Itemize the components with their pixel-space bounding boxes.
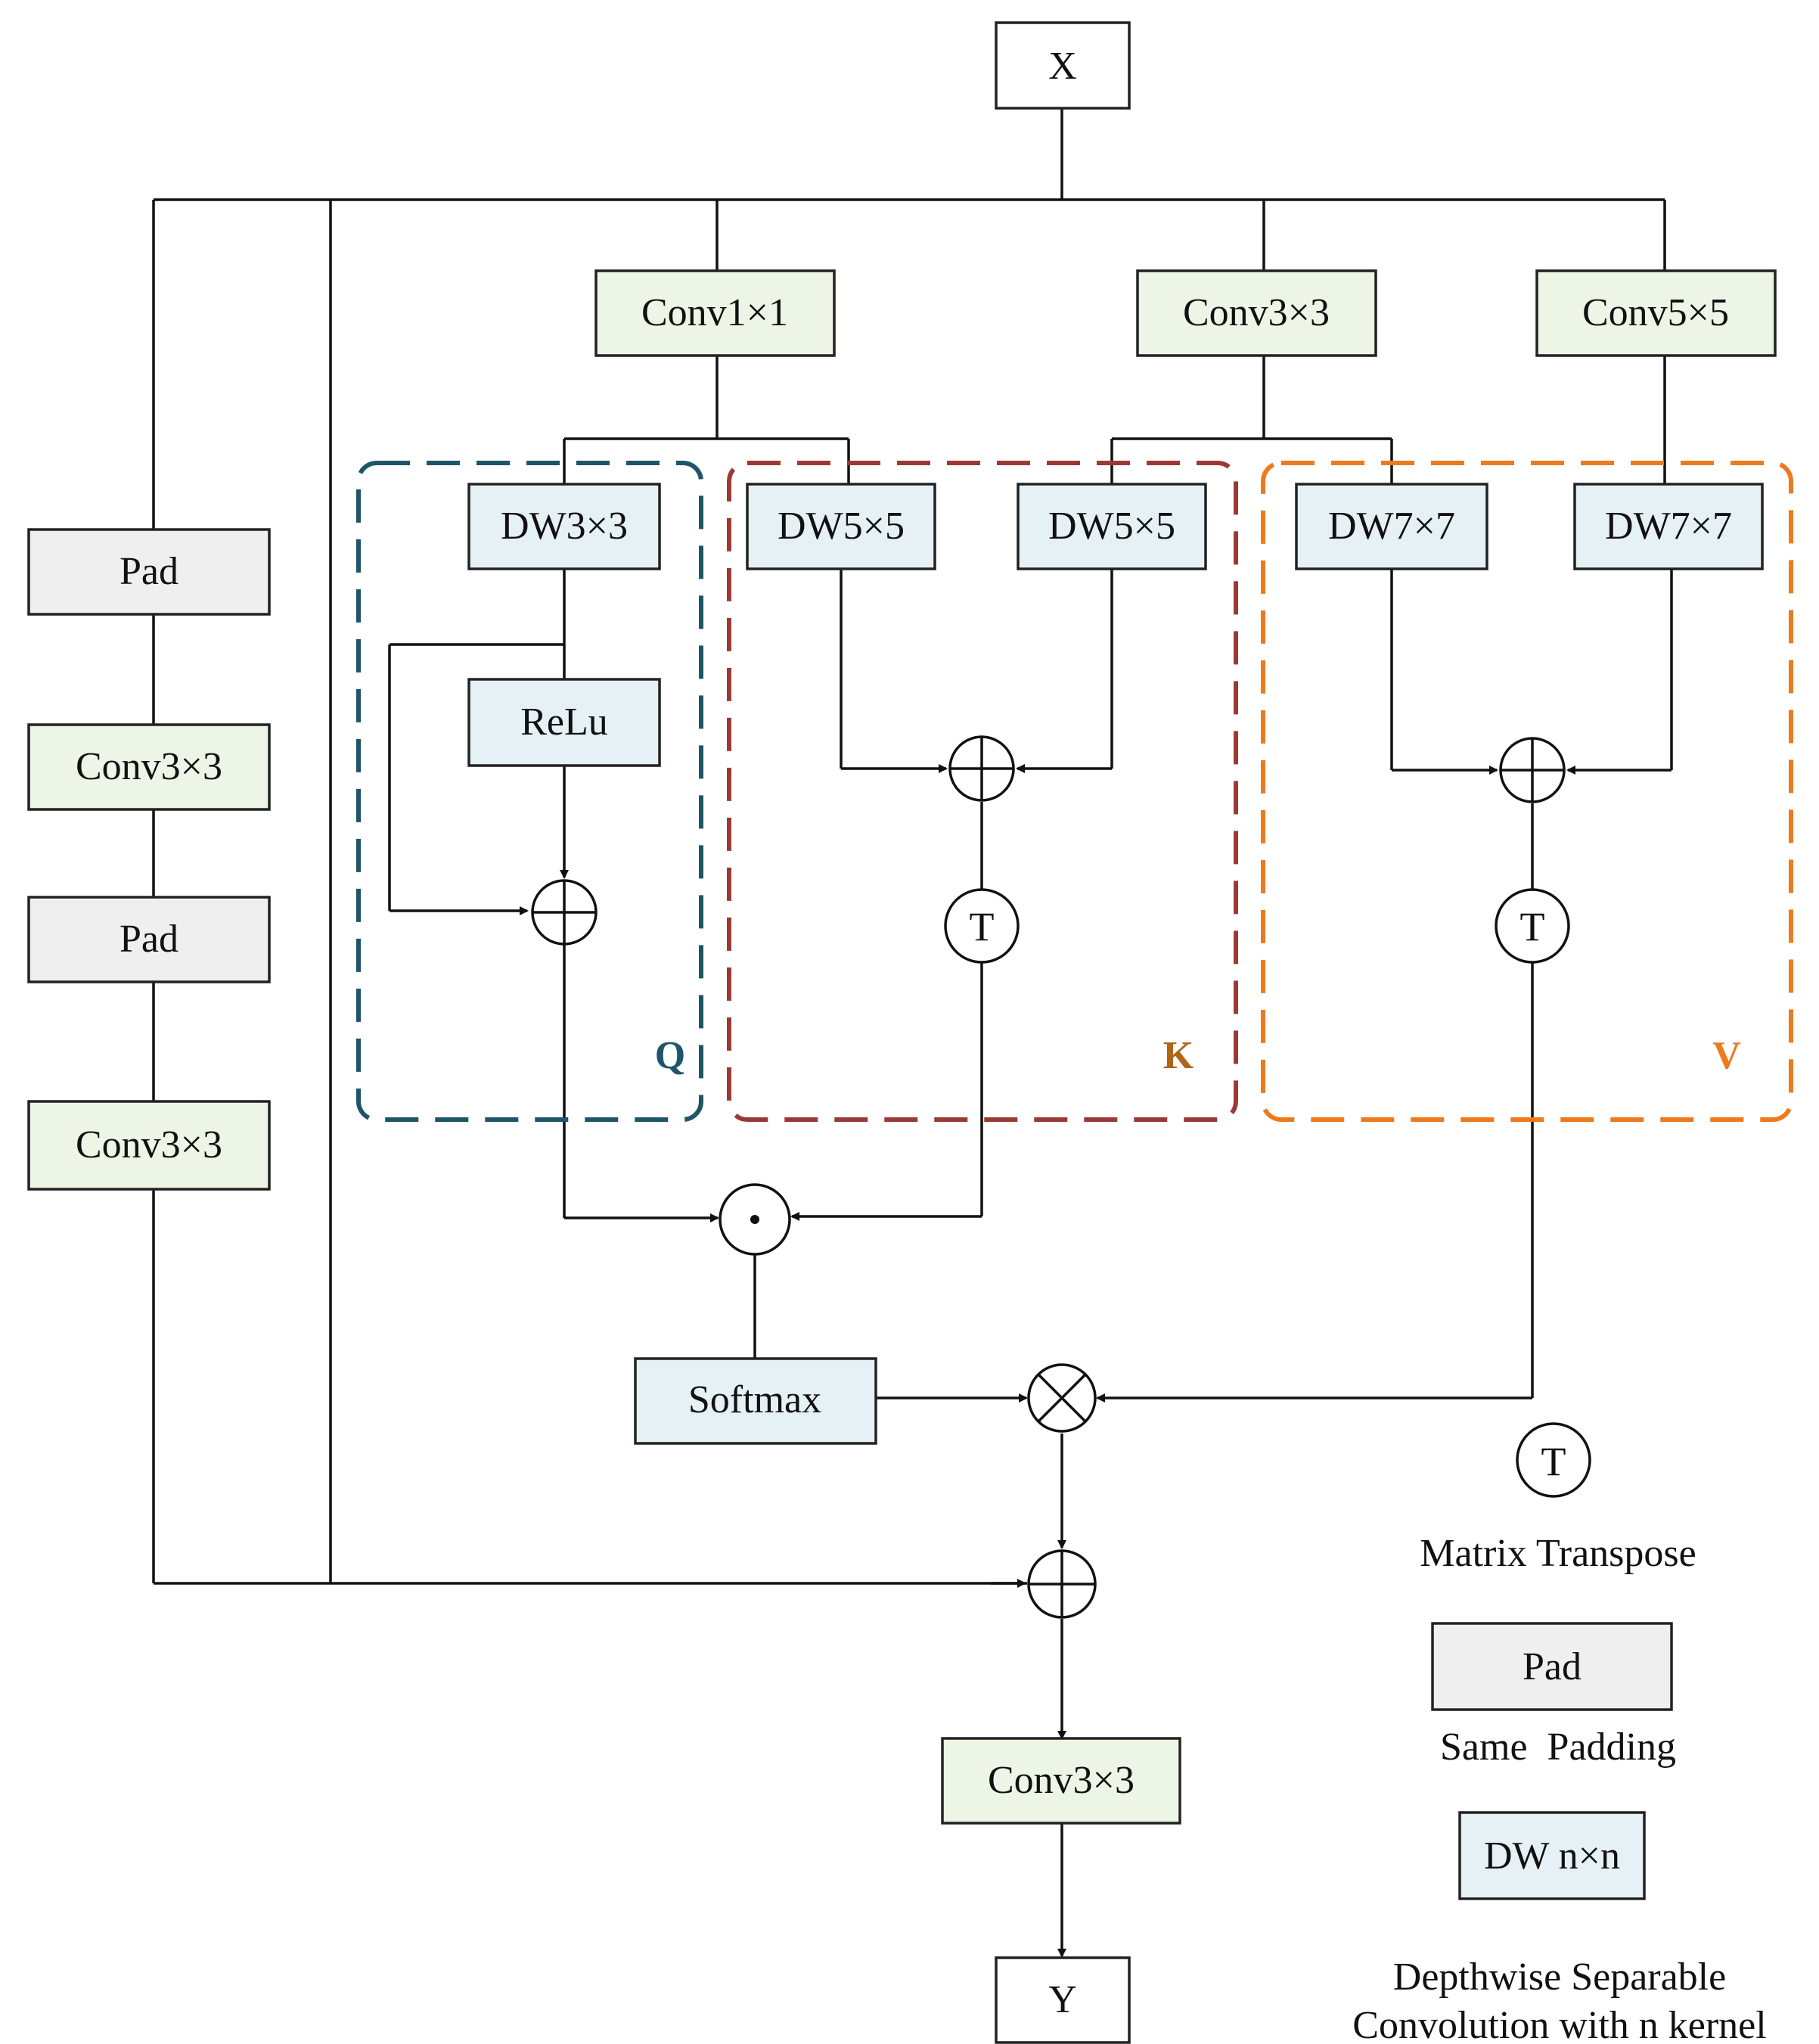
x-input-box: X xyxy=(995,21,1131,110)
conv1x1-box: Conv1×1 xyxy=(594,269,836,357)
multiply-icon xyxy=(1027,1363,1097,1433)
q-group-border xyxy=(356,461,703,1122)
pad-box-1: Pad xyxy=(27,528,271,616)
v-transpose-symbol: T xyxy=(1520,904,1545,949)
legend-dw-text-2: Convolution with n kernel xyxy=(1352,2004,1766,2044)
conv3x3-left-box-1: Conv3×3 xyxy=(27,723,271,811)
conv1x1-label: Conv1×1 xyxy=(641,291,788,334)
dw7x7-a-box: DW7×7 xyxy=(1295,483,1488,570)
conv3x3-top-box: Conv3×3 xyxy=(1136,269,1377,357)
v-group-label: V xyxy=(1712,1034,1741,1077)
y-output-box: Y xyxy=(995,1956,1131,2044)
dw7x7-b-label: DW7×7 xyxy=(1605,505,1732,548)
conv3x3-top-label: Conv3×3 xyxy=(1183,291,1330,334)
dw7x7-b-box: DW7×7 xyxy=(1573,483,1764,570)
legend-pad-text: Same Padding xyxy=(1440,1726,1676,1769)
legend-pad-box: Pad xyxy=(1431,1622,1673,1711)
legend: T Matrix Transpose Pad Same Padding DW n… xyxy=(1352,1422,1767,2044)
k-add-icon xyxy=(948,735,1015,802)
k-group: K xyxy=(727,461,1238,1122)
dw3x3-box: DW3×3 xyxy=(467,483,661,570)
v-add-icon xyxy=(1499,737,1566,803)
v-group-border xyxy=(1261,461,1793,1122)
conv5x5-box: Conv5×5 xyxy=(1535,269,1777,357)
legend-transpose-symbol: T xyxy=(1541,1439,1566,1484)
softmax-label: Softmax xyxy=(688,1378,821,1421)
dw5x5-b-label: DW5×5 xyxy=(1048,505,1175,548)
conv3x3-left-box-2: Conv3×3 xyxy=(27,1100,271,1191)
residual-add-icon xyxy=(1027,1549,1097,1619)
q-add-icon xyxy=(531,879,598,946)
legend-pad-label: Pad xyxy=(1523,1645,1582,1688)
conv5x5-label: Conv5×5 xyxy=(1582,291,1729,334)
v-transpose-icon: T xyxy=(1495,888,1570,964)
dw5x5-b-box: DW5×5 xyxy=(1017,483,1207,570)
k-transpose-symbol: T xyxy=(970,904,995,949)
legend-dw-label: DW n×n xyxy=(1484,1834,1620,1878)
k-group-label: K xyxy=(1163,1034,1194,1077)
q-group: Q xyxy=(356,461,703,1122)
dw3x3-label: DW3×3 xyxy=(501,505,628,548)
k-transpose-icon: T xyxy=(944,888,1020,964)
q-group-label: Q xyxy=(655,1034,685,1077)
connector-lines xyxy=(152,108,1673,1958)
legend-transpose-icon: T xyxy=(1516,1422,1591,1498)
y-output-label: Y xyxy=(1048,1978,1077,2021)
conv3x3-left-2-label: Conv3×3 xyxy=(76,1123,222,1166)
k-group-border xyxy=(727,461,1238,1122)
legend-dw-text-1: Depthwise Separable xyxy=(1393,1955,1726,1999)
conv3x3-output-box: Conv3×3 xyxy=(941,1737,1181,1825)
legend-transpose-text: Matrix Transpose xyxy=(1420,1532,1696,1575)
relu-box: ReLu xyxy=(467,678,661,767)
pad-box-2: Pad xyxy=(27,896,271,983)
dot-product-icon xyxy=(719,1183,791,1256)
dw7x7-a-label: DW7×7 xyxy=(1328,505,1455,548)
conv3x3-output-label: Conv3×3 xyxy=(988,1759,1135,1802)
relu-label: ReLu xyxy=(520,700,608,744)
dw5x5-a-box: DW5×5 xyxy=(746,483,936,570)
x-input-label: X xyxy=(1048,45,1077,88)
conv3x3-left-1-label: Conv3×3 xyxy=(76,745,222,788)
pad-1-label: Pad xyxy=(120,550,178,593)
legend-dw-box: DW n×n xyxy=(1458,1811,1646,1900)
softmax-box: Softmax xyxy=(634,1357,877,1445)
dw5x5-a-label: DW5×5 xyxy=(778,505,905,548)
v-group: V xyxy=(1261,461,1793,1122)
pad-2-label: Pad xyxy=(120,918,178,961)
